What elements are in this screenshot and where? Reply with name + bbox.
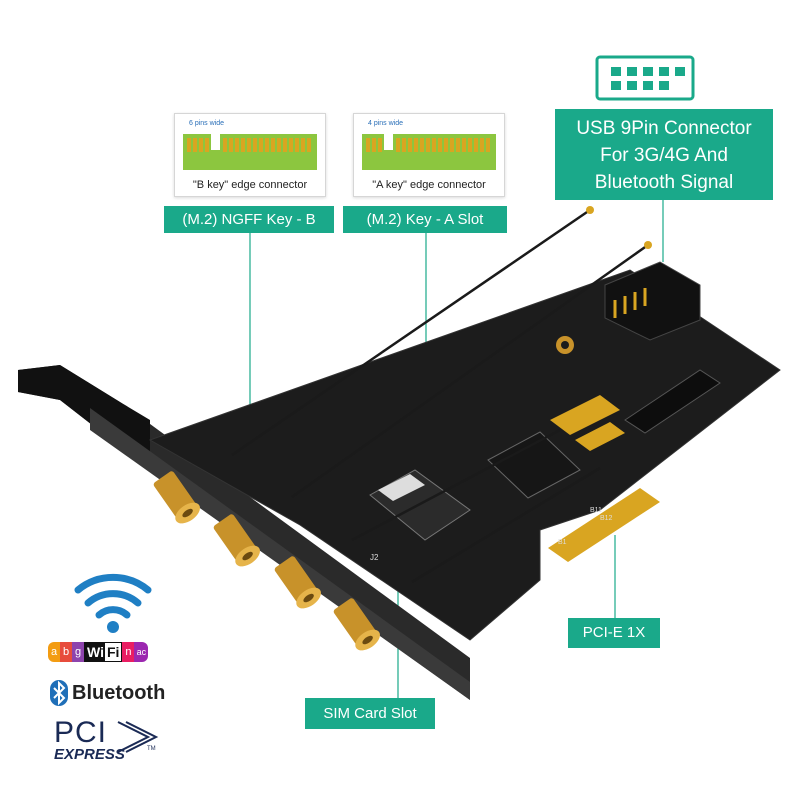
m2-slot-a <box>624 369 721 434</box>
wifi-letter-n: n <box>122 642 135 662</box>
b-key-caption: "B key" edge connector <box>192 179 308 191</box>
wifi-letter-a: a <box>48 642 60 662</box>
label-b1: B1 <box>558 539 567 546</box>
ngff-key-b-callout: (M.2) NGFF Key - B <box>164 206 334 233</box>
sim-card-slot-callout: SIM Card Slot <box>305 698 435 729</box>
keya-callout-label: (M.2) Key - A Slot <box>366 211 484 228</box>
b-key-pins-wide: 6 pins wide <box>189 120 225 127</box>
m2-slot-b <box>487 431 581 499</box>
bluetooth-wordmark: Bluetooth <box>72 681 166 704</box>
bluetooth-icon <box>50 680 68 706</box>
usb-header <box>604 261 701 341</box>
usb-callout-line-2: For 3G/4G And <box>600 145 728 166</box>
sim-arrow-area <box>378 474 425 501</box>
header-pins <box>613 288 647 318</box>
trademark-mark: TM <box>147 746 156 752</box>
wifi-letter-wi: Wi <box>84 642 104 662</box>
label-b11: B11 <box>590 507 602 514</box>
a-key-inset: 4 pins wide "A key" edge connector <box>353 113 505 197</box>
b-key-edge-connector-image <box>183 134 317 170</box>
b-key-inset: 6 pins wide "B key" edge connector <box>174 113 326 197</box>
usb-9pin-callout: USB 9Pin Connector For 3G/4G And Bluetoo… <box>555 109 773 200</box>
key-a-slot-callout: (M.2) Key - A Slot <box>343 206 507 233</box>
wifi-letter-ac: ac <box>134 642 149 662</box>
pcie-callout-label: PCI-E 1X <box>582 624 646 641</box>
a-key-pins-wide: 4 pins wide <box>368 120 404 127</box>
bluetooth-logo: Bluetooth <box>50 679 165 707</box>
pcie-gold-fingers <box>548 488 660 562</box>
ngff-callout-label: (M.2) NGFF Key - B <box>182 211 316 228</box>
express-wordmark: EXPRESS <box>54 746 125 763</box>
a-key-caption: "A key" edge connector <box>372 179 486 191</box>
label-j2: J2 <box>370 553 379 562</box>
gold-pad-1 <box>550 395 620 435</box>
a-key-edge-connector-image <box>362 134 496 170</box>
pci-wordmark: PCI <box>54 716 108 749</box>
usb-callout-line-3: Bluetooth Signal <box>594 172 734 193</box>
wifi-letter-b: b <box>60 642 72 662</box>
usb-connector-icon <box>595 55 695 101</box>
label-b12: B12 <box>600 515 613 522</box>
pcie-1x-callout: PCI-E 1X <box>568 618 660 648</box>
gold-pad-2 <box>575 422 625 451</box>
wifi-signal-icon <box>74 574 152 619</box>
antenna-cables <box>231 208 649 584</box>
usb-callout-line-1: USB 9Pin Connector <box>576 118 752 139</box>
wifi-letter-g: g <box>72 642 84 662</box>
wifi-letter-fi: Fi <box>103 642 123 662</box>
bracket-edge <box>90 408 470 700</box>
sim-callout-label: SIM Card Slot <box>323 705 417 722</box>
sma-connectors <box>153 471 380 651</box>
pci-express-chevron <box>117 721 159 753</box>
wifi-logo: a b g Wi Fi n ac <box>48 640 156 664</box>
